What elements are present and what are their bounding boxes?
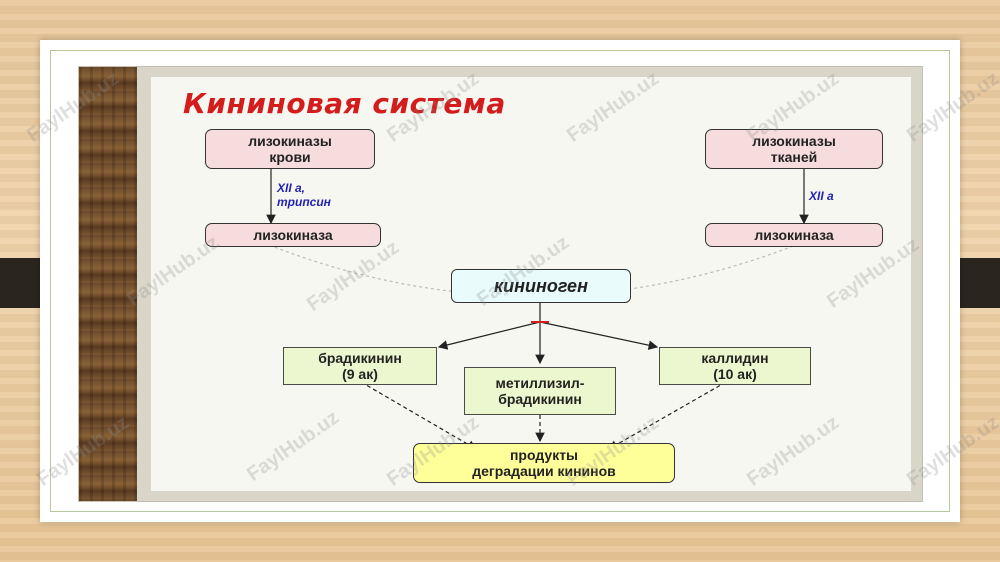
arrow-to-kallidin (539, 321, 659, 350)
dotted-arc (268, 244, 797, 297)
enzyme-label-right: XII а (809, 189, 834, 203)
box-lysokinases-tissue: лизокиназы тканей (705, 129, 883, 169)
arrow-to-bradykinin (437, 321, 541, 350)
slide-inner-border (50, 50, 950, 512)
box-lysokinases-blood: лизокиназы крови (205, 129, 375, 169)
box-kininogen: кининоген (451, 269, 631, 303)
arrows-layer (266, 169, 809, 450)
box-kinin-degradation-products: продукты деградации кининов (413, 443, 675, 483)
box-lysokinase-left: лизокиназа (205, 223, 381, 247)
bark-strip (79, 67, 137, 501)
dashed-bradykinin-to-products (360, 381, 478, 450)
box-kallidin: каллидин (10 ак) (659, 347, 811, 385)
box-lysokinase-right: лизокиназа (705, 223, 883, 247)
box-methyllysyl-bradykinin: метиллизил- брадикинин (464, 367, 616, 415)
dashed-kallidin-to-products (607, 381, 727, 450)
diagram-panel: Кининовая система лизокиназы крови (151, 77, 911, 491)
enzyme-label-left: XII а, трипсин (277, 181, 331, 209)
diagram-picture: Кининовая система лизокиназы крови (78, 66, 923, 502)
diagram-title: Кининовая система (183, 87, 506, 120)
box-bradykinin: брадикинин (9 ак) (283, 347, 437, 385)
